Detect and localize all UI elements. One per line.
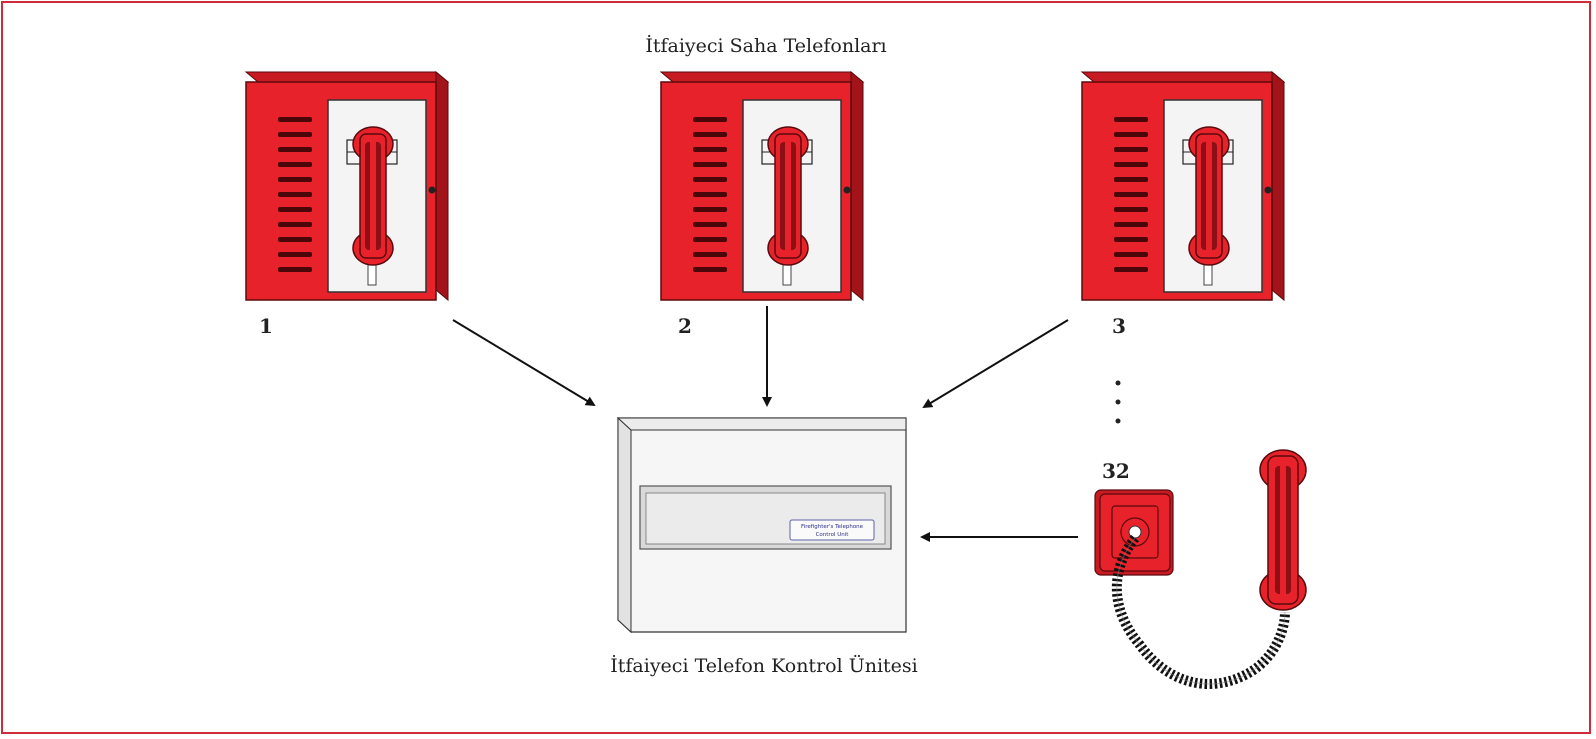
control-unit-badge-line2: Control Unit: [816, 532, 850, 538]
control-unit-badge-line1: Firefighter's Telephone: [801, 524, 864, 530]
ellipsis-dots: [1115, 380, 1121, 424]
loose-handset: [1259, 449, 1307, 611]
arrow-phone-3: [922, 319, 1069, 409]
diagram-title: İtfaiyeci Saha Telefonları: [645, 34, 886, 57]
phone-number-3: 3: [1112, 314, 1126, 338]
phone-number-1: 1: [259, 314, 273, 338]
jack-number: 32: [1102, 459, 1130, 483]
field-phone-2: [660, 71, 864, 301]
phone-number-2: 2: [678, 314, 692, 338]
field-phone-1: [245, 71, 449, 301]
phone-jack: [1094, 489, 1174, 576]
control-unit: Firefighter's Telephone Control Unit: [616, 416, 907, 634]
arrow-phone-1: [452, 319, 596, 407]
field-phone-3: [1081, 71, 1285, 301]
control-unit-label: İtfaiyeci Telefon Kontrol Ünitesi: [610, 654, 918, 677]
